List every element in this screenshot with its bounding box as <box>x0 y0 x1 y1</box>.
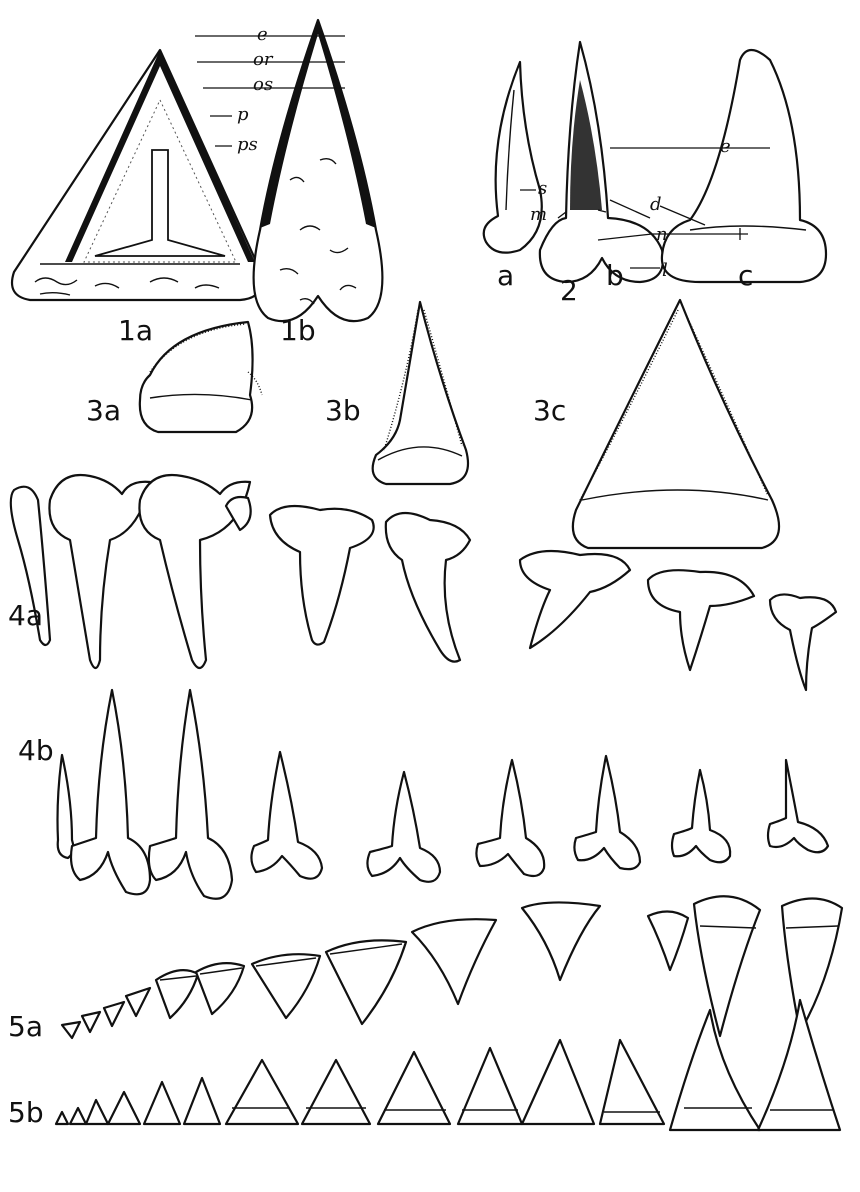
label-3a: 3a <box>86 394 121 427</box>
annotation-l: l <box>662 260 668 281</box>
annotation-or: or <box>253 49 274 70</box>
label-2: 2 <box>560 274 578 307</box>
label-2c: c <box>738 259 753 292</box>
annotation-os: os <box>253 74 273 95</box>
annotation-ps: ps <box>237 134 258 155</box>
annotation-d: d <box>650 194 662 215</box>
label-3b: 3b <box>325 394 361 427</box>
label-2a: a <box>497 259 514 292</box>
annotation-e2: e <box>720 136 731 157</box>
label-5b: 5b <box>8 1096 44 1129</box>
label-5a: 5a <box>8 1010 43 1043</box>
label-1a: 1a <box>118 314 153 347</box>
label-2b: b <box>606 259 624 292</box>
figure-5a-tooth-row <box>62 896 842 1038</box>
annotation-p: p <box>237 104 249 125</box>
figure-2-tooth-views <box>484 42 826 282</box>
figure-1b-tooth-section <box>254 20 383 321</box>
label-1b: 1b <box>280 314 316 347</box>
label-4a: 4a <box>8 599 43 632</box>
label-4b: 4b <box>18 734 54 767</box>
figure-4b-tooth-row <box>58 690 829 899</box>
annotation-e: e <box>257 24 268 45</box>
annotation-s: s <box>538 178 547 199</box>
annotation-m: m <box>530 204 547 225</box>
label-3c: 3c <box>533 394 566 427</box>
